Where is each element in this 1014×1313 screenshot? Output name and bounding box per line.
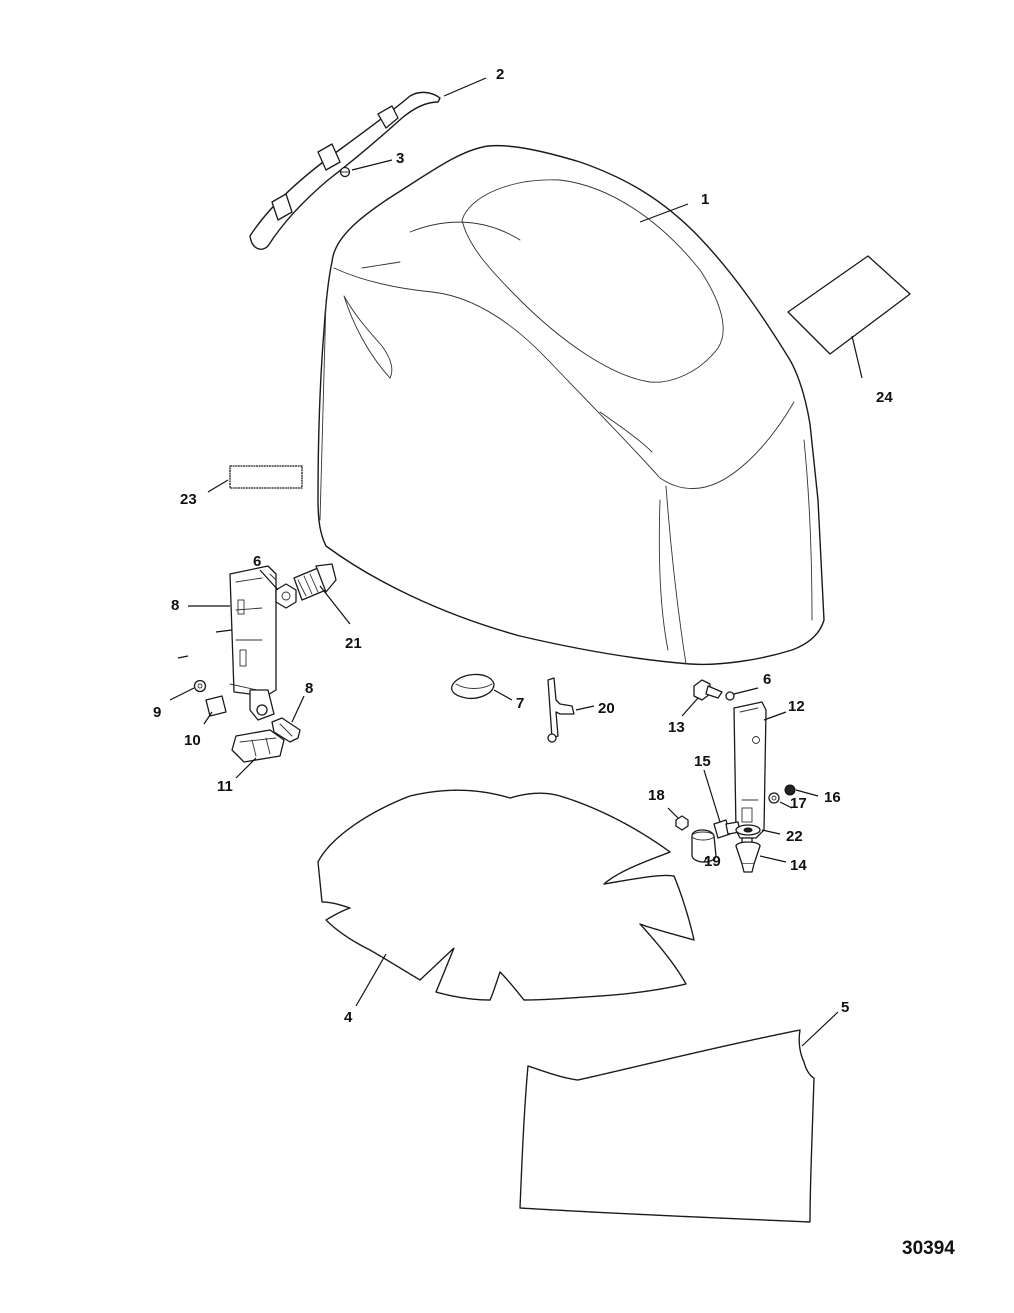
callout-17: 17 <box>790 795 807 812</box>
nut-18 <box>675 815 689 831</box>
callout-2: 2 <box>496 66 504 83</box>
callout-19: 19 <box>704 853 721 870</box>
callout-4: 4 <box>344 1009 353 1026</box>
bolt-13 <box>693 679 723 701</box>
nut-6-left <box>275 583 297 609</box>
acoustic-pad <box>317 789 695 1001</box>
callout-10: 10 <box>184 732 201 749</box>
figure-number: 30394 <box>902 1238 955 1259</box>
callout-16: 16 <box>824 789 841 806</box>
grommet-14 <box>735 841 761 873</box>
rod-20 <box>547 677 575 743</box>
top-cowl <box>317 144 825 666</box>
callout-7: 7 <box>516 695 524 712</box>
callout-23: 23 <box>180 491 197 508</box>
callout-24: 24 <box>876 389 893 406</box>
callout-labels: 1 2 3 4 5 6 6 7 8 8 9 10 11 12 13 14 15 … <box>153 66 893 1026</box>
callout-11: 11 <box>217 778 233 795</box>
flat-pad <box>519 1029 815 1223</box>
callout-22: 22 <box>786 828 803 845</box>
callout-21: 21 <box>345 635 362 652</box>
leader-lines <box>169 77 863 1047</box>
callout-9: 9 <box>153 704 161 721</box>
rear-trim-spoiler <box>249 91 441 250</box>
callout-6-left: 6 <box>253 553 261 570</box>
callout-3: 3 <box>396 150 404 167</box>
callout-15: 15 <box>694 753 711 770</box>
callout-8-bracket: 8 <box>171 597 179 614</box>
callout-12: 12 <box>788 698 805 715</box>
bolt-21 <box>293 563 337 601</box>
callout-6-right: 6 <box>763 671 771 688</box>
nut-16 <box>784 784 796 796</box>
decal-24 <box>787 255 911 355</box>
decal-23 <box>229 465 303 489</box>
callout-1: 1 <box>701 191 709 208</box>
callout-13: 13 <box>668 719 685 736</box>
screw <box>339 166 351 178</box>
bushing-10 <box>205 695 227 717</box>
screw-8 <box>271 717 301 743</box>
washer-6-right <box>725 691 735 701</box>
bushing-19 <box>691 829 717 863</box>
washer-9 <box>193 679 207 693</box>
plug-7 <box>450 673 495 700</box>
callout-5: 5 <box>841 999 849 1016</box>
callout-14: 14 <box>790 857 807 874</box>
callout-18: 18 <box>648 787 665 804</box>
callout-8-screw: 8 <box>305 680 313 697</box>
washer-17 <box>768 792 780 804</box>
callout-20: 20 <box>598 700 615 717</box>
left-latch-assembly <box>193 563 337 763</box>
right-latch-assembly <box>675 679 796 873</box>
pad-11 <box>231 729 285 763</box>
washer-22 <box>735 824 761 836</box>
